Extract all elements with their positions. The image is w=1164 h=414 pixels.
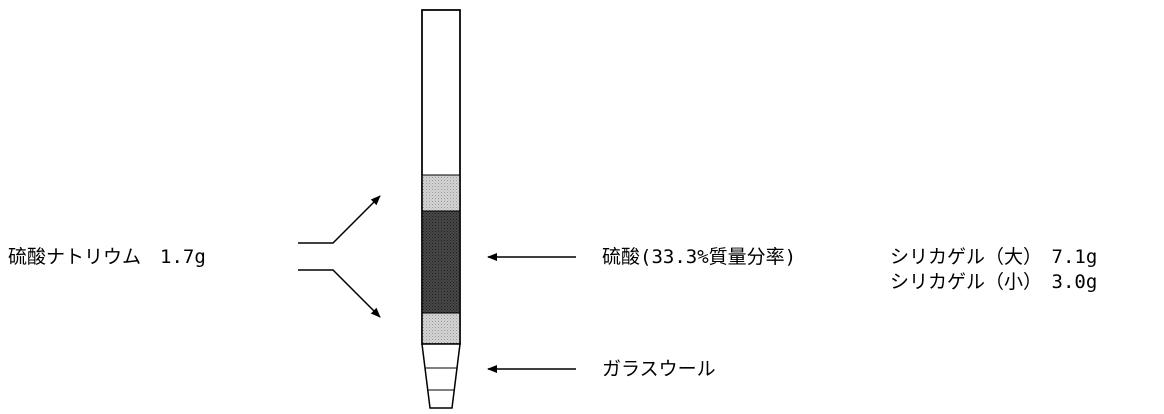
sodium-sulfate-label: 硫酸ナトリウム 1.7g: [8, 246, 206, 268]
sodium-sulfate-layer-bottom: [422, 313, 460, 344]
sulfuric-acid-silica-layer: [422, 211, 460, 313]
sodium-sulfate-layer-top: [422, 175, 460, 211]
glass-wool-label: ガラスウール: [602, 358, 716, 380]
sulfuric-acid-label: 硫酸(33.3%質量分率): [602, 246, 797, 268]
silica-gel-large-label: シリカゲル（大） 7.1g: [890, 246, 1098, 268]
silica-gel-small-label: シリカゲル（小） 3.0g: [890, 271, 1098, 293]
column-tip: [421, 343, 461, 409]
bracket-lower: [298, 269, 381, 318]
bracket-upper: [298, 195, 381, 244]
